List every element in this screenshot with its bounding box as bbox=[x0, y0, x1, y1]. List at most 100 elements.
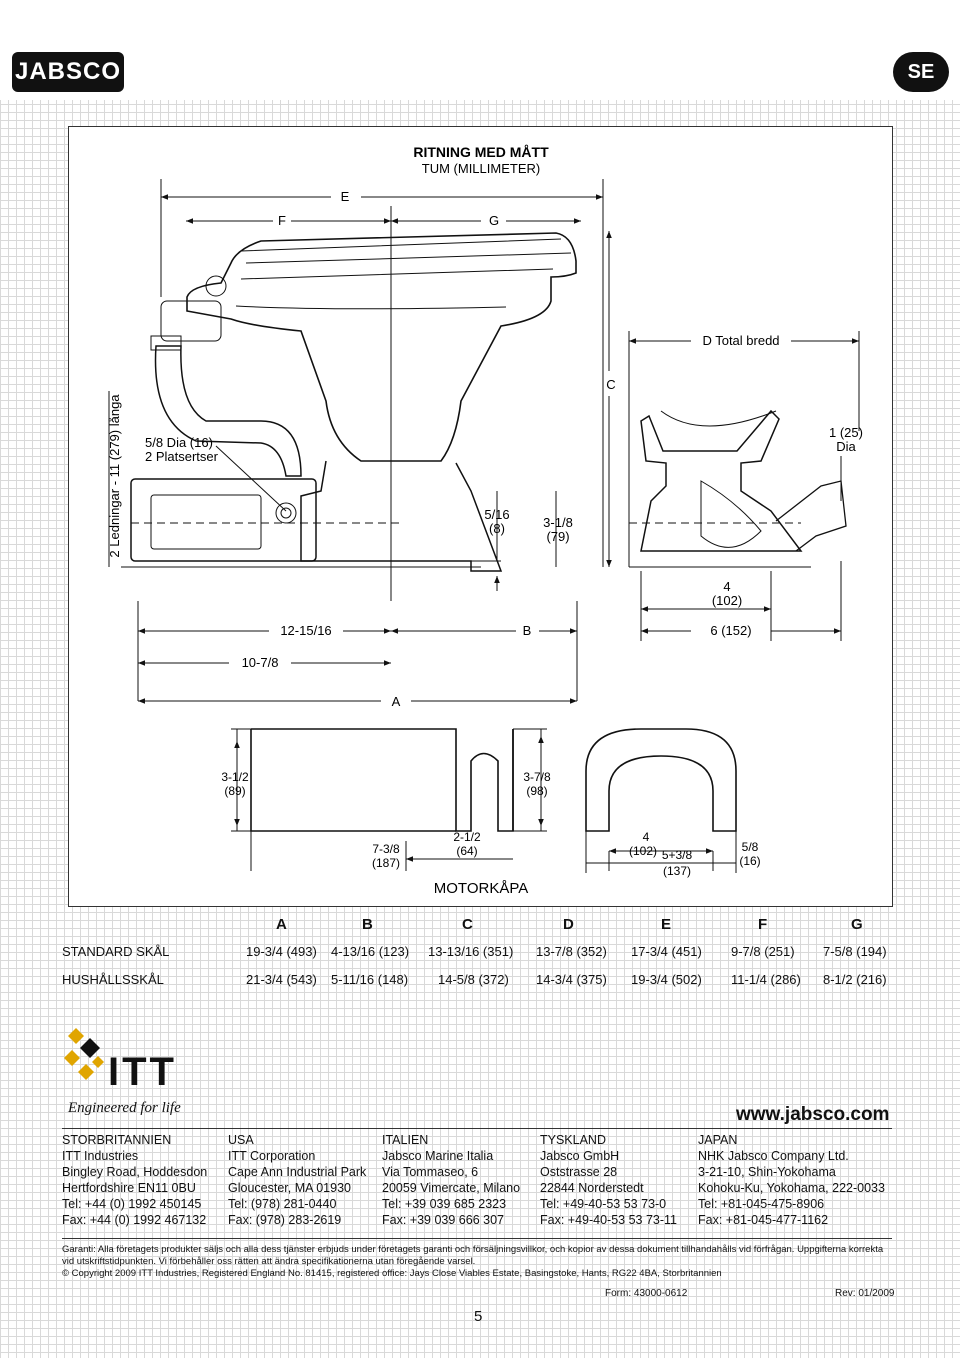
cell: 5-11/16 (148) bbox=[331, 972, 409, 987]
drawing-subtitle: TUM (MILLIMETER) bbox=[422, 161, 540, 176]
label-pipes: 2 Ledningar - 11 (279) långa bbox=[107, 394, 122, 558]
label-f: F bbox=[278, 213, 286, 228]
guarantee-text: Garanti: Alla företagets produkter säljs… bbox=[62, 1244, 884, 1267]
address-line: Tel: +44 (0) 1992 450145 bbox=[62, 1197, 202, 1211]
label-7-3-8-mm: (187) bbox=[372, 856, 400, 870]
drawing-svg: RITNING MED MÅTT TUM (MILLIMETER) E F G … bbox=[107, 144, 863, 897]
address-line: Gloucester, MA 01930 bbox=[228, 1181, 351, 1195]
address-line: 3-21-10, Shin-Yokohama bbox=[698, 1165, 836, 1179]
cell: 13-13/16 (351) bbox=[428, 944, 514, 959]
cell: 19-3/4 (493) bbox=[246, 944, 317, 959]
address-line: Fax: +39 039 666 307 bbox=[382, 1213, 504, 1227]
col-header-f: F bbox=[758, 916, 768, 933]
label-10-7-8: 10-7/8 bbox=[242, 655, 279, 670]
address-line: Fax: +81-045-477-1162 bbox=[698, 1213, 829, 1227]
col-header-b: B bbox=[362, 916, 373, 933]
copyright-text: © Copyright 2009 ITT Industries, Registe… bbox=[62, 1268, 722, 1279]
cell: 21-3/4 (543) bbox=[246, 972, 317, 987]
revision: Rev: 01/2009 bbox=[835, 1288, 895, 1299]
cell: 19-3/4 (502) bbox=[631, 972, 702, 987]
label-5-16-mm: (8) bbox=[489, 521, 505, 536]
label-d-total: D Total bredd bbox=[702, 333, 779, 348]
label-dia: 5/8 Dia (16) bbox=[145, 435, 213, 450]
address-line: Jabsco Marine Italia bbox=[382, 1149, 494, 1163]
label-3-7-8: 3-7/8 bbox=[523, 770, 551, 784]
label-a: A bbox=[392, 694, 401, 709]
row-label-hushall: HUSHÅLLSSKÅL bbox=[62, 972, 164, 987]
label-g: G bbox=[489, 213, 499, 228]
cell: 17-3/4 (451) bbox=[631, 944, 702, 959]
label-c: C bbox=[606, 377, 615, 392]
form-number: Form: 43000-0612 bbox=[605, 1288, 688, 1299]
address-line: Tel: +49-40-53 53 73-0 bbox=[540, 1197, 667, 1211]
label-4-mm: (102) bbox=[712, 593, 742, 608]
label-cover-4-mm: (102) bbox=[629, 844, 657, 858]
address-line: Kohoku-Ku, Yokohama, 222-0033 bbox=[698, 1181, 885, 1195]
address-line: Tel: +81-045-475-8906 bbox=[698, 1197, 825, 1211]
address-line: Tel: +39 039 685 2323 bbox=[382, 1197, 507, 1211]
col-header-d: D bbox=[563, 916, 574, 933]
cell: 7-5/8 (194) bbox=[823, 944, 887, 959]
address-line: Via Tommaseo, 6 bbox=[382, 1165, 479, 1179]
cell: 11-1/4 (286) bbox=[731, 972, 801, 987]
cell: 14-5/8 (372) bbox=[438, 972, 509, 987]
address-line: ITT Industries bbox=[62, 1149, 139, 1163]
address-line: Jabsco GmbH bbox=[540, 1149, 620, 1163]
dimension-table: A B C D E F G STANDARD SKÅL 19-3/4 (493)… bbox=[0, 912, 960, 1022]
col-header-g: G bbox=[851, 916, 863, 933]
divider bbox=[62, 1128, 892, 1129]
country: JAPAN bbox=[698, 1133, 738, 1147]
label-platsertser: 2 Platsertser bbox=[145, 449, 219, 464]
divider bbox=[62, 1238, 892, 1239]
address-line: Oststrasse 28 bbox=[540, 1165, 618, 1179]
label-5-16: 5/16 bbox=[484, 507, 509, 522]
label-3-1-8-mm: (79) bbox=[546, 529, 569, 544]
label-3-1-8: 3-1/8 bbox=[543, 515, 573, 530]
drawing-title: RITNING MED MÅTT bbox=[413, 144, 549, 160]
col-header-a: A bbox=[276, 916, 287, 933]
address-line: Cape Ann Industrial Park bbox=[228, 1165, 367, 1179]
country: STORBRITANNIEN bbox=[62, 1133, 172, 1147]
address-line: ITT Corporation bbox=[228, 1149, 316, 1163]
footer-legal: Garanti: Alla företagets produkter säljs… bbox=[62, 1244, 892, 1280]
website-link[interactable]: www.jabsco.com bbox=[736, 1104, 890, 1125]
country: ITALIEN bbox=[382, 1133, 429, 1147]
country: USA bbox=[228, 1133, 254, 1147]
itt-logo-icon bbox=[64, 1028, 104, 1080]
label-3-1-2: 3-1/2 bbox=[221, 770, 249, 784]
label-3-1-2-mm: (89) bbox=[224, 784, 245, 798]
address-line: Fax: +44 (0) 1992 467132 bbox=[62, 1213, 207, 1227]
label-7-3-8: 7-3/8 bbox=[372, 842, 400, 856]
label-b: B bbox=[523, 623, 532, 638]
cell: 13-7/8 (352) bbox=[536, 944, 607, 959]
label-motorkapa: MOTORKÅPA bbox=[434, 880, 528, 897]
address-line: 20059 Vimercate, Milano bbox=[382, 1181, 521, 1195]
country: TYSKLAND bbox=[540, 1133, 606, 1147]
address-italy: ITALIEN Jabsco Marine Italia Via Tommase… bbox=[382, 1132, 520, 1228]
cell: 4-13/16 (123) bbox=[331, 944, 410, 959]
address-line: Tel: (978) 281-0440 bbox=[228, 1197, 337, 1211]
address-line: Fax: +49-40-53 53 73-11 bbox=[540, 1213, 678, 1227]
tagline: Engineered for life bbox=[68, 1100, 181, 1116]
label-one-dia: Dia bbox=[836, 439, 856, 454]
itt-wordmark: ITT bbox=[108, 1050, 177, 1094]
page-number: 5 bbox=[474, 1308, 483, 1325]
label-5-8-mm: (16) bbox=[739, 854, 760, 868]
address-line: Hertfordshire EN11 0BU bbox=[62, 1181, 196, 1195]
label-5-8: 5/8 bbox=[742, 840, 759, 854]
row-label-standard: STANDARD SKÅL bbox=[62, 944, 170, 959]
label-6: 6 (152) bbox=[710, 623, 751, 638]
address-line: NHK Jabsco Company Ltd. bbox=[698, 1149, 849, 1163]
label-one-inch: 1 (25) bbox=[829, 425, 863, 440]
col-header-c: C bbox=[462, 916, 473, 933]
address-uk: STORBRITANNIEN ITT Industries Bingley Ro… bbox=[62, 1132, 207, 1228]
jabsco-logo: JABSCO bbox=[12, 52, 124, 92]
col-header-e: E bbox=[661, 916, 672, 933]
address-line: Fax: (978) 283-2619 bbox=[228, 1213, 342, 1227]
address-japan: JAPAN NHK Jabsco Company Ltd. 3-21-10, S… bbox=[698, 1132, 885, 1228]
label-2-1-2-mm: (64) bbox=[456, 844, 477, 858]
address-usa: USA ITT Corporation Cape Ann Industrial … bbox=[228, 1132, 366, 1228]
label-4: 4 bbox=[723, 579, 730, 594]
address-line: Bingley Road, Hoddesdon bbox=[62, 1165, 208, 1179]
address-germany: TYSKLAND Jabsco GmbH Oststrasse 28 22844… bbox=[540, 1132, 677, 1228]
